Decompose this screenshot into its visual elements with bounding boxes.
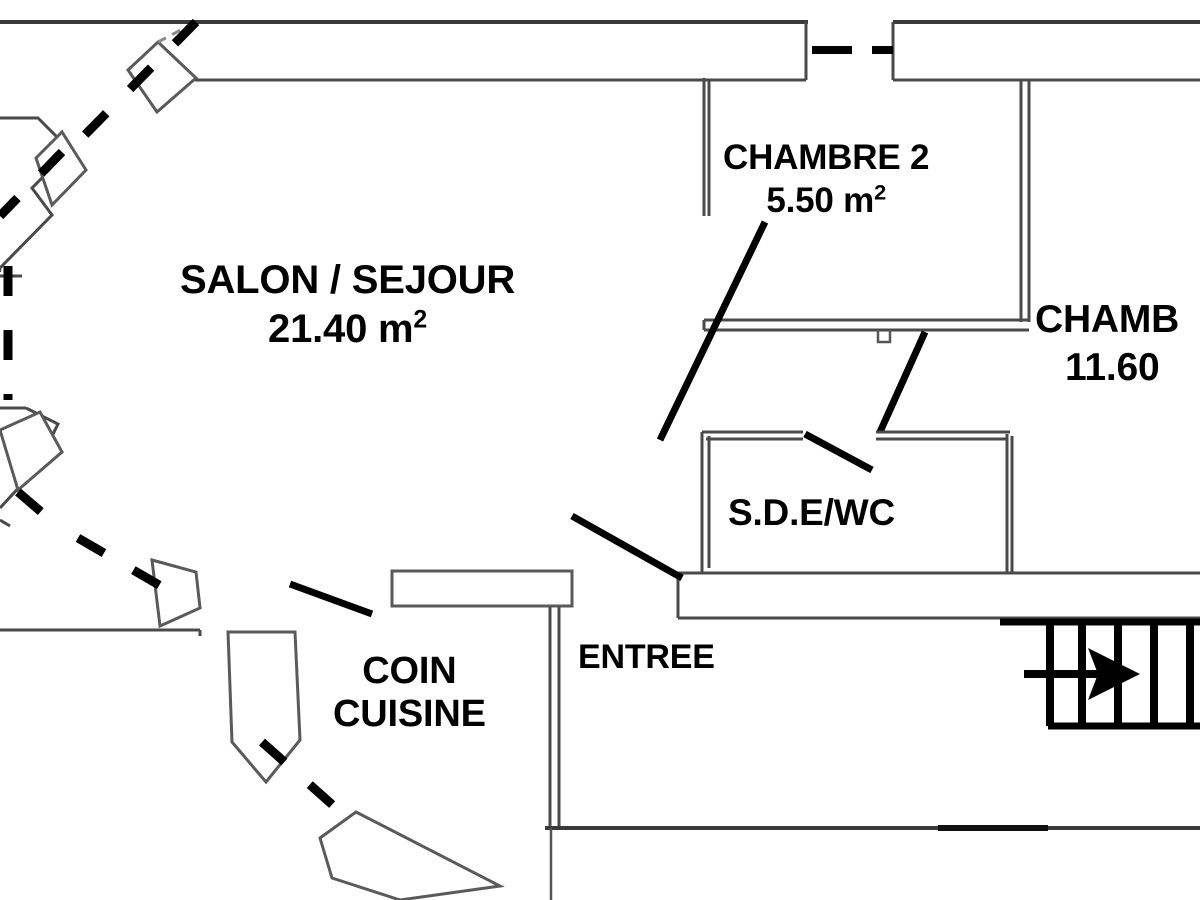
room-label-sdewc: S.D.E/WC bbox=[728, 492, 895, 533]
entree-walls bbox=[288, 512, 1200, 828]
chambre1-area: 11.60 bbox=[1065, 345, 1160, 389]
chambre2-area: 5.50 m2 bbox=[766, 179, 886, 221]
room-label-entree: ENTREE bbox=[578, 638, 715, 676]
entree-name: ENTREE bbox=[578, 638, 715, 676]
bottom-boundary-wall bbox=[545, 825, 1200, 900]
chambre2-name: CHAMBRE 2 bbox=[723, 138, 930, 177]
cuisine-name-line1: COIN bbox=[362, 650, 457, 692]
room-label-chambre2: CHAMBRE 2 5.50 m2 bbox=[723, 138, 929, 220]
door-leaf-shapes bbox=[0, 20, 505, 900]
room-label-cuisine: COIN CUISINE bbox=[333, 650, 486, 735]
chambre2-walls bbox=[656, 78, 1031, 442]
room-label-chambre1: CHAMB 11.60 bbox=[1035, 298, 1179, 389]
salon-area: 21.40 m2 bbox=[268, 306, 428, 351]
dashed-boundary-line bbox=[0, 18, 339, 812]
sdewc-walls bbox=[700, 430, 1014, 572]
salon-name: SALON / SEJOUR bbox=[180, 258, 516, 302]
chambre1-name: CHAMB bbox=[1035, 298, 1180, 341]
staircase bbox=[1000, 618, 1200, 730]
sdewc-name: S.D.E/WC bbox=[728, 492, 895, 533]
cuisine-name-line2: CUISINE bbox=[333, 692, 486, 735]
room-label-salon: SALON / SEJOUR 21.40 m2 bbox=[180, 258, 515, 352]
